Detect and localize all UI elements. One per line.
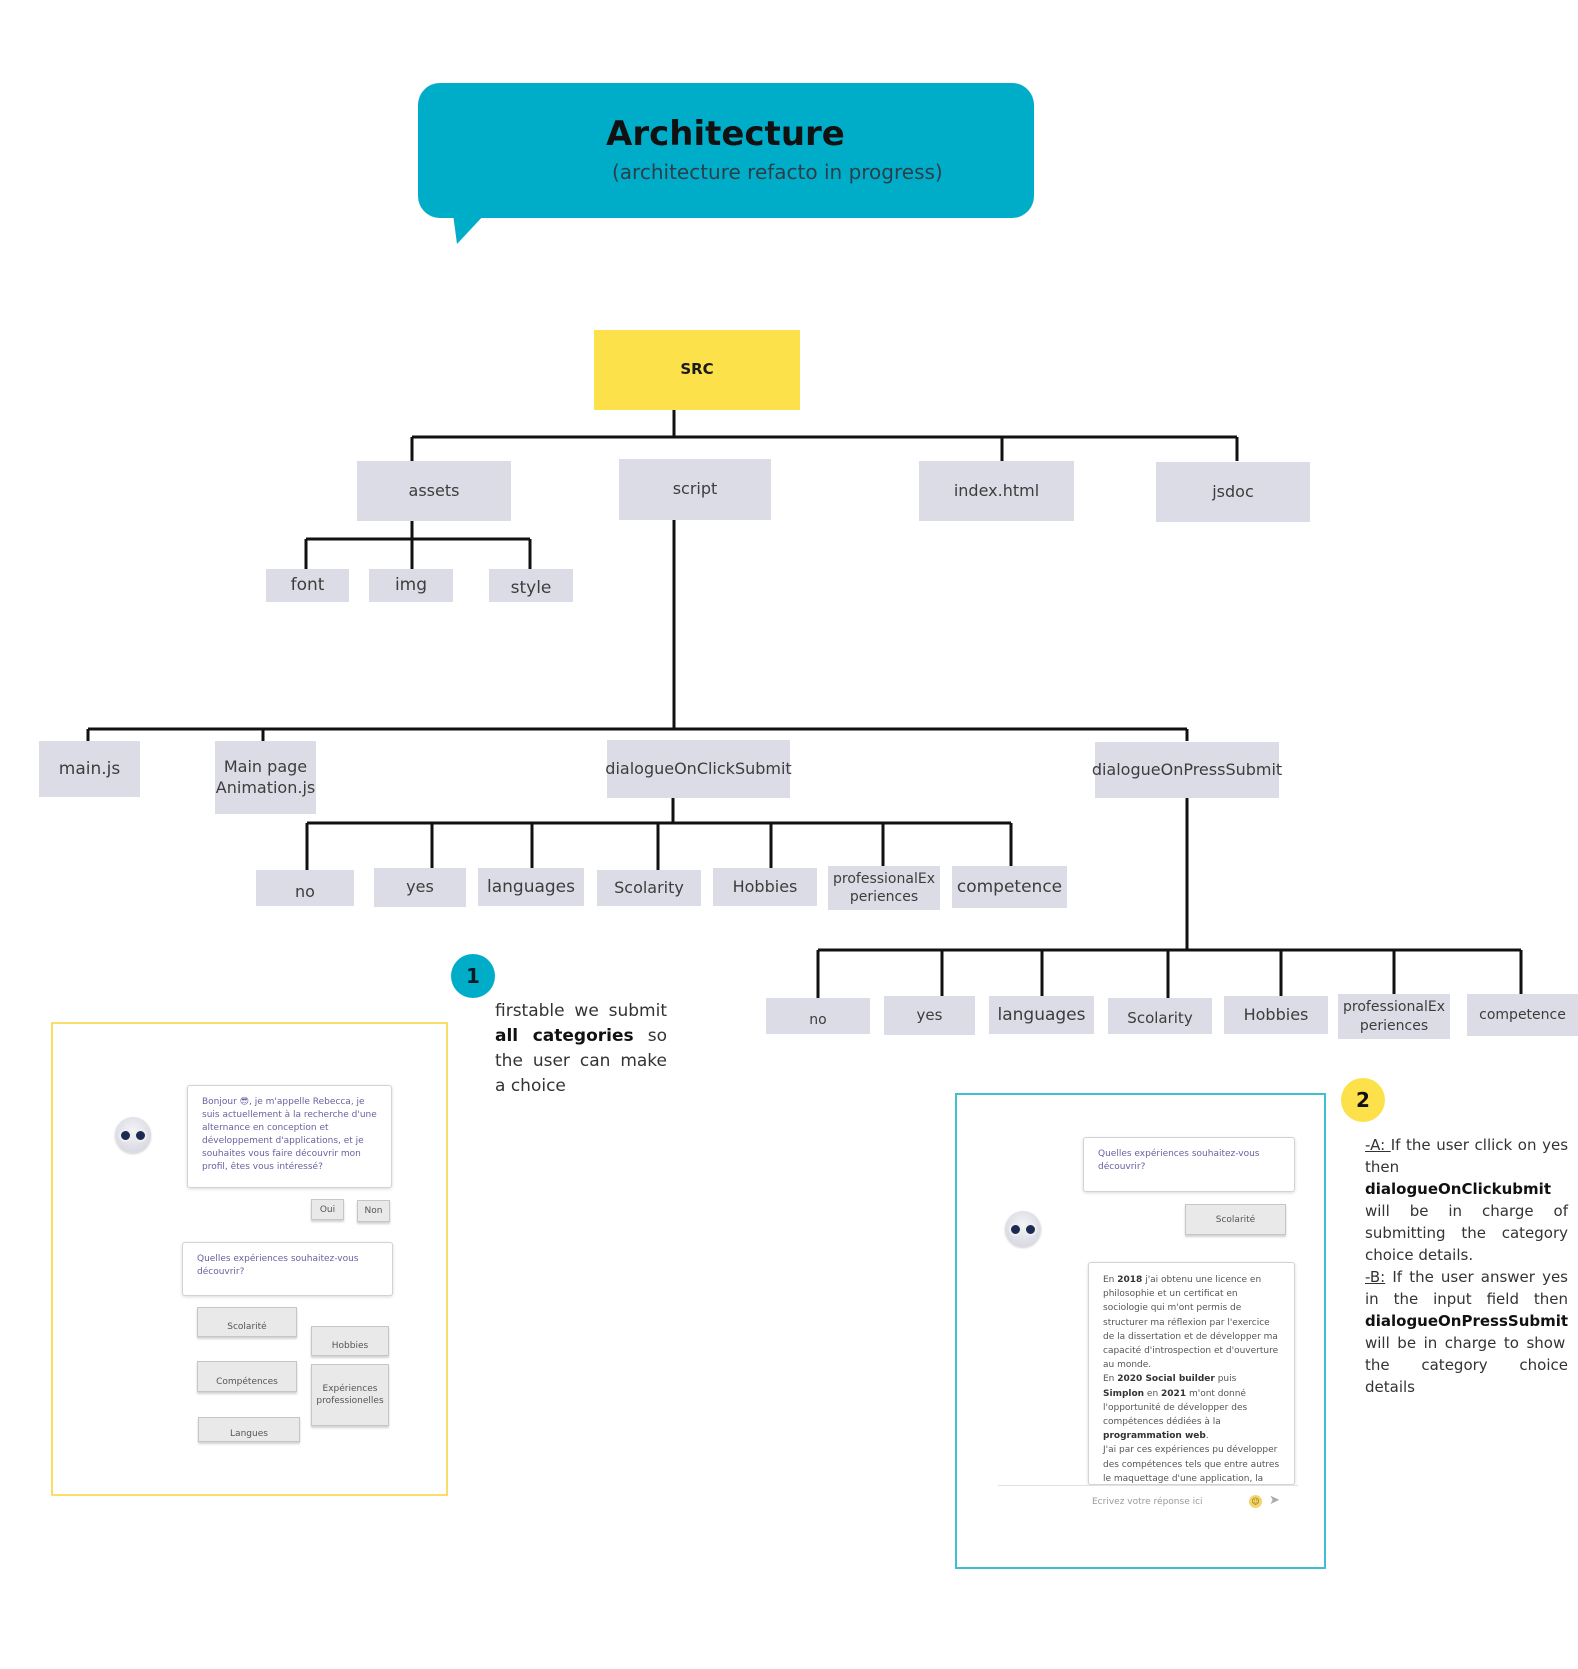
- click-prof-line2: periences: [849, 889, 919, 905]
- press-prof-line1: professionalEx: [1343, 999, 1445, 1016]
- bot-avatar-icon: [115, 1117, 151, 1153]
- non-button[interactable]: Non: [357, 1200, 390, 1222]
- press-node-scolarity: Scolarity: [1108, 998, 1212, 1034]
- step2-a-text2: will be in charge of submitting the cate…: [1365, 1202, 1568, 1264]
- screenshot-categories-frame: Bonjour 😎, je m'appelle Rebecca, je suis…: [51, 1022, 448, 1496]
- main-page-line1: Main page: [223, 756, 308, 776]
- step2-a-text1: If the user cllick on yes then: [1365, 1136, 1569, 1176]
- reply-input[interactable]: Ecrivez votre réponse ici ☺ ➤: [998, 1485, 1298, 1518]
- node-main-js: main.js: [39, 741, 140, 797]
- step1-badge: 1: [451, 954, 495, 998]
- step2-note: -A: If the user cllick on yes then dialo…: [1365, 1134, 1568, 1398]
- step2-badge: 2: [1341, 1078, 1385, 1122]
- step2-b-label: -B:: [1365, 1268, 1386, 1286]
- p2-f: programmation web: [1103, 1431, 1206, 1442]
- click-node-no: no: [256, 870, 354, 906]
- press-node-competence: competence: [1467, 994, 1578, 1036]
- p1-a: En: [1103, 1275, 1118, 1285]
- experiences-professionelles-button[interactable]: Expériences professionelles: [311, 1364, 389, 1426]
- page-title: Architecture: [606, 114, 845, 154]
- title-bubble-tail: [453, 214, 485, 244]
- click-node-competence: competence: [952, 866, 1067, 908]
- send-icon[interactable]: ➤: [1269, 1493, 1280, 1508]
- p2-g: .: [1205, 1431, 1209, 1442]
- node-style: style: [489, 569, 573, 602]
- screenshot-details-frame: Quelles expériences souhaitez-vous décou…: [955, 1093, 1326, 1569]
- step1-text-b: so the user can make a choice: [495, 1026, 667, 1096]
- click-node-scolarity: Scolarity: [597, 870, 701, 906]
- click-prof-line1: professionalEx: [833, 870, 935, 887]
- title-bubble: [418, 83, 1034, 218]
- press-node-professional-experiences: professionalEx periences: [1338, 994, 1450, 1039]
- click-node-hobbies: Hobbies: [713, 868, 817, 906]
- question-message-2: Quelles expériences souhaitez-vous décou…: [1083, 1137, 1295, 1192]
- bot-avatar-icon-2: [1005, 1211, 1041, 1247]
- press-prof-line2: periences: [1359, 1017, 1429, 1034]
- step1-note: firstable we submit all categories so th…: [495, 999, 667, 1099]
- reply-input-placeholder: Ecrivez votre réponse ici: [1092, 1497, 1203, 1507]
- node-assets: assets: [357, 461, 511, 521]
- p2-b: puis: [1214, 1374, 1237, 1385]
- step2-b-text1: If the user answer yes in the input fiel…: [1365, 1268, 1568, 1308]
- node-dialogue-onpress-submit: dialogueOnPressSubmit: [1092, 742, 1282, 798]
- p2-a: En: [1103, 1374, 1118, 1385]
- competences-button[interactable]: Compétences: [197, 1361, 297, 1392]
- question-message: Quelles expériences souhaitez-vous décou…: [182, 1242, 393, 1296]
- p2-c: Simplon: [1103, 1388, 1145, 1399]
- step2-b-text2: will be in charge to show the category c…: [1365, 1334, 1568, 1396]
- node-dialogue-onclick-submit: dialogueOnClickSubmit: [605, 740, 792, 798]
- node-main-page-animation: Main page Animation.js: [215, 741, 316, 814]
- press-node-hobbies: Hobbies: [1224, 996, 1328, 1034]
- node-font: font: [266, 569, 349, 602]
- step1-text-a: firstable we submit: [495, 1001, 667, 1021]
- node-index-html: index.html: [919, 461, 1074, 521]
- step1-text-bold: all categories: [495, 1026, 634, 1046]
- node-script: script: [619, 459, 771, 520]
- scolarite-button[interactable]: Scolarité: [197, 1307, 297, 1337]
- p2-year2: 2021: [1161, 1388, 1187, 1399]
- step2-a-bold: dialogueOnClickubmit: [1365, 1180, 1551, 1198]
- scolarite-choice-button[interactable]: Scolarité: [1185, 1204, 1286, 1235]
- node-jsdoc: jsdoc: [1156, 462, 1310, 522]
- hobbies-button[interactable]: Hobbies: [311, 1326, 389, 1356]
- langues-button[interactable]: Langues: [198, 1417, 300, 1442]
- emoji-icon[interactable]: ☺: [1249, 1495, 1262, 1508]
- click-node-languages: languages: [478, 868, 584, 906]
- oui-button[interactable]: Oui: [311, 1199, 344, 1220]
- press-node-yes: yes: [884, 996, 975, 1035]
- p2-d: en: [1144, 1388, 1162, 1399]
- node-img: img: [369, 569, 453, 602]
- p1-year: 2018: [1117, 1275, 1143, 1285]
- press-node-no: no: [766, 998, 870, 1034]
- intro-message: Bonjour 😎, je m'appelle Rebecca, je suis…: [187, 1085, 392, 1188]
- p3: J'ai par ces expériences pu développer d…: [1103, 1445, 1280, 1484]
- p2-e: m'ont donné l'opportunité de développer …: [1103, 1388, 1248, 1428]
- node-src: SRC: [594, 330, 800, 410]
- p2-year1: 2020 Social builder: [1117, 1374, 1215, 1385]
- click-node-yes: yes: [374, 868, 466, 907]
- p1-b: j'ai obtenu une licence en philosophie e…: [1103, 1275, 1279, 1371]
- step2-b-bold: dialogueOnPressSubmit: [1365, 1312, 1569, 1330]
- click-node-professional-experiences: professionalEx periences: [828, 866, 940, 910]
- page-subtitle: (architecture refacto in progress): [612, 160, 943, 184]
- scolarite-details-message: En 2018 j'ai obtenu une licence en philo…: [1088, 1262, 1295, 1485]
- step2-a-label: -A:: [1365, 1136, 1391, 1154]
- press-node-languages: languages: [989, 996, 1094, 1034]
- main-page-line2: Animation.js: [215, 777, 316, 797]
